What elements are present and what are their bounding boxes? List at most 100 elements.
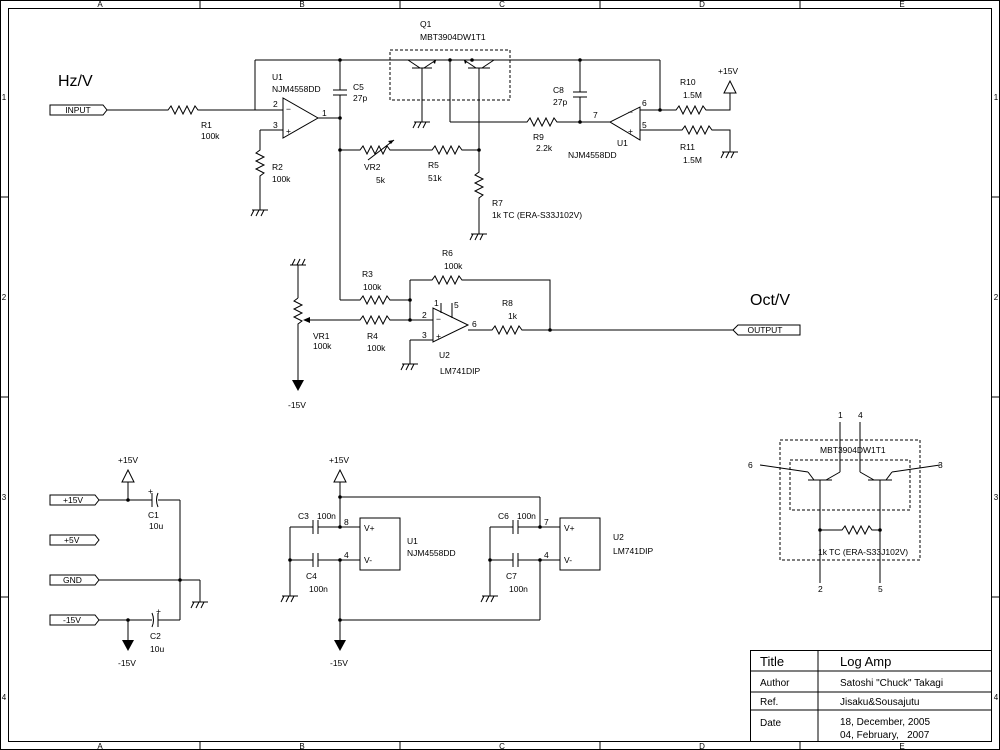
vr1-value: 100k [313, 341, 332, 351]
svg-text:+: + [628, 126, 633, 136]
r7-ref: R7 [492, 198, 503, 208]
u2-ref: U2 [439, 350, 450, 360]
supply-plus15-left: +15V [118, 455, 138, 500]
r10-value: 1.5M [683, 90, 702, 100]
resistor-r5: R5 51k [410, 144, 479, 183]
u1-power-part: NJM4558DD [407, 548, 456, 558]
u1-pin8: 8 [344, 517, 349, 527]
title-block: Title Log Amp Author Satoshi "Chuck" Tak… [750, 650, 992, 742]
supply-plus15-mid-label: +15V [329, 455, 349, 465]
svg-text:+: + [156, 606, 161, 616]
detail-pin4: 4 [858, 410, 863, 420]
r8-value: 1k [508, 311, 518, 321]
c5-ref: C5 [353, 82, 364, 92]
capacitor-c1: + C1 10u [148, 486, 180, 531]
u2-pin6: 6 [472, 319, 477, 329]
supply-plus15-mid: +15V [329, 455, 349, 497]
resistor-r10: +15V R10 1.5M [660, 66, 738, 116]
resistor-r6: R6 100k [409, 248, 551, 330]
r9-ref: R9 [533, 132, 544, 142]
detail-pin6: 6 [748, 460, 753, 470]
power-port-plus15: +15V [49, 494, 100, 506]
capacitor-c4: C4 100n [290, 553, 340, 594]
capacitor-c3: C3 100n [290, 511, 340, 534]
r6-value: 100k [444, 261, 463, 271]
resistor-r7: R7 1k TC (ERA-S33J102V) [469, 150, 582, 241]
supply-minus15-mid: -15V [330, 640, 348, 668]
r1-value: 100k [201, 131, 220, 141]
r11-value: 1.5M [683, 155, 702, 165]
r9-value: 2.2k [536, 143, 553, 153]
u2-pin7: 7 [544, 517, 549, 527]
col-label-top-e: E [899, 0, 904, 9]
input-port-label: INPUT [65, 105, 91, 115]
u1b-pin5: 5 [642, 120, 647, 130]
u1-power-ref: U1 [407, 536, 418, 546]
power-port-minus15: -15V [49, 614, 100, 626]
author-value: Satoshi "Chuck" Takagi [840, 678, 943, 689]
q1-part: MBT3904DW1T1 [420, 32, 486, 42]
resistor-r11: R11 1.5M [672, 124, 738, 165]
svg-text:+: + [148, 486, 153, 496]
c4-value: 100n [309, 584, 328, 594]
r5-value: 51k [428, 173, 442, 183]
ref-value: Jisaku&Sousajutu [840, 697, 920, 708]
r3-value: 100k [363, 282, 382, 292]
potentiometer-vr1: -15V VR1 100k [288, 258, 332, 410]
c2-value: 10u [150, 644, 164, 654]
col-label-top-b: B [299, 0, 304, 9]
col-label-bottom-c: C [499, 742, 505, 750]
resistor-r2: R2 100k [250, 130, 291, 217]
transistor-q1: Q1 MBT3904DW1T1 [389, 19, 520, 150]
oct-per-volt-label: Oct/V [750, 292, 790, 309]
c3-ref: C3 [298, 511, 309, 521]
c6-value: 100n [517, 511, 536, 521]
u2-vminus: V- [564, 555, 572, 565]
port-plus5-label: +5V [64, 535, 80, 545]
detail-tc-label: 1k TC (ERA-S33J102V) [818, 547, 908, 557]
vr1-ref: VR1 [313, 331, 330, 341]
u2-power-ref: U2 [613, 532, 624, 542]
u2-part: LM741DIP [440, 366, 480, 376]
c7-value: 100n [509, 584, 528, 594]
supply-minus15-left-label: -15V [118, 658, 136, 668]
u1-power-block: V+ V- 8 4 U1 NJM4558DD [340, 517, 456, 571]
detail-pin3: 3 [938, 460, 943, 470]
r4-ref: R4 [367, 331, 378, 341]
u2-pin2: 2 [422, 310, 427, 320]
title-value: Log Amp [840, 654, 891, 669]
detail-pin2: 2 [818, 584, 823, 594]
col-label-bottom-b: B [299, 742, 304, 750]
ref-label: Ref. [760, 697, 778, 708]
svg-text:+: + [286, 126, 291, 136]
c8-value: 27p [553, 97, 567, 107]
q1-ref: Q1 [420, 19, 432, 29]
row-label-left-3: 3 [2, 493, 7, 502]
resistor-r9: R9 2.2k [520, 116, 610, 153]
date-value-1: 18, December, 2005 [840, 717, 930, 728]
row-label-right-1: 1 [994, 93, 999, 102]
resistor-r4: R4 100k [303, 314, 410, 353]
capacitor-c5: C5 27p [333, 60, 367, 300]
row-label-right-4: 4 [994, 693, 999, 702]
r11-ref: R11 [680, 142, 695, 152]
u2-power-block: V+ V- 7 4 U2 LM741DIP [540, 517, 653, 571]
vr2-value: 5k [376, 175, 386, 185]
port-plus15-label: +15V [63, 495, 83, 505]
power-port-plus5: +5V [49, 534, 100, 546]
u1-vplus: V+ [364, 523, 375, 533]
r4-value: 100k [367, 343, 386, 353]
c1-value: 10u [149, 521, 163, 531]
r8-ref: R8 [502, 298, 513, 308]
supply-plus15-left-label: +15V [118, 455, 138, 465]
u2-pin3: 3 [422, 330, 427, 340]
supply-minus15-mid-label: -15V [330, 658, 348, 668]
trimmer-vr2: VR2 5k [340, 139, 410, 185]
svg-text:−: − [286, 104, 291, 114]
capacitor-c6: C6 100n [490, 511, 540, 534]
row-label-left-4: 4 [2, 693, 7, 702]
q1-detail-diagram: MBT3904DW1T1 1k TC (ERA-S33J102V) 1 4 6 … [748, 410, 943, 594]
r5-ref: R5 [428, 160, 439, 170]
row-label-right-2: 2 [994, 293, 999, 302]
